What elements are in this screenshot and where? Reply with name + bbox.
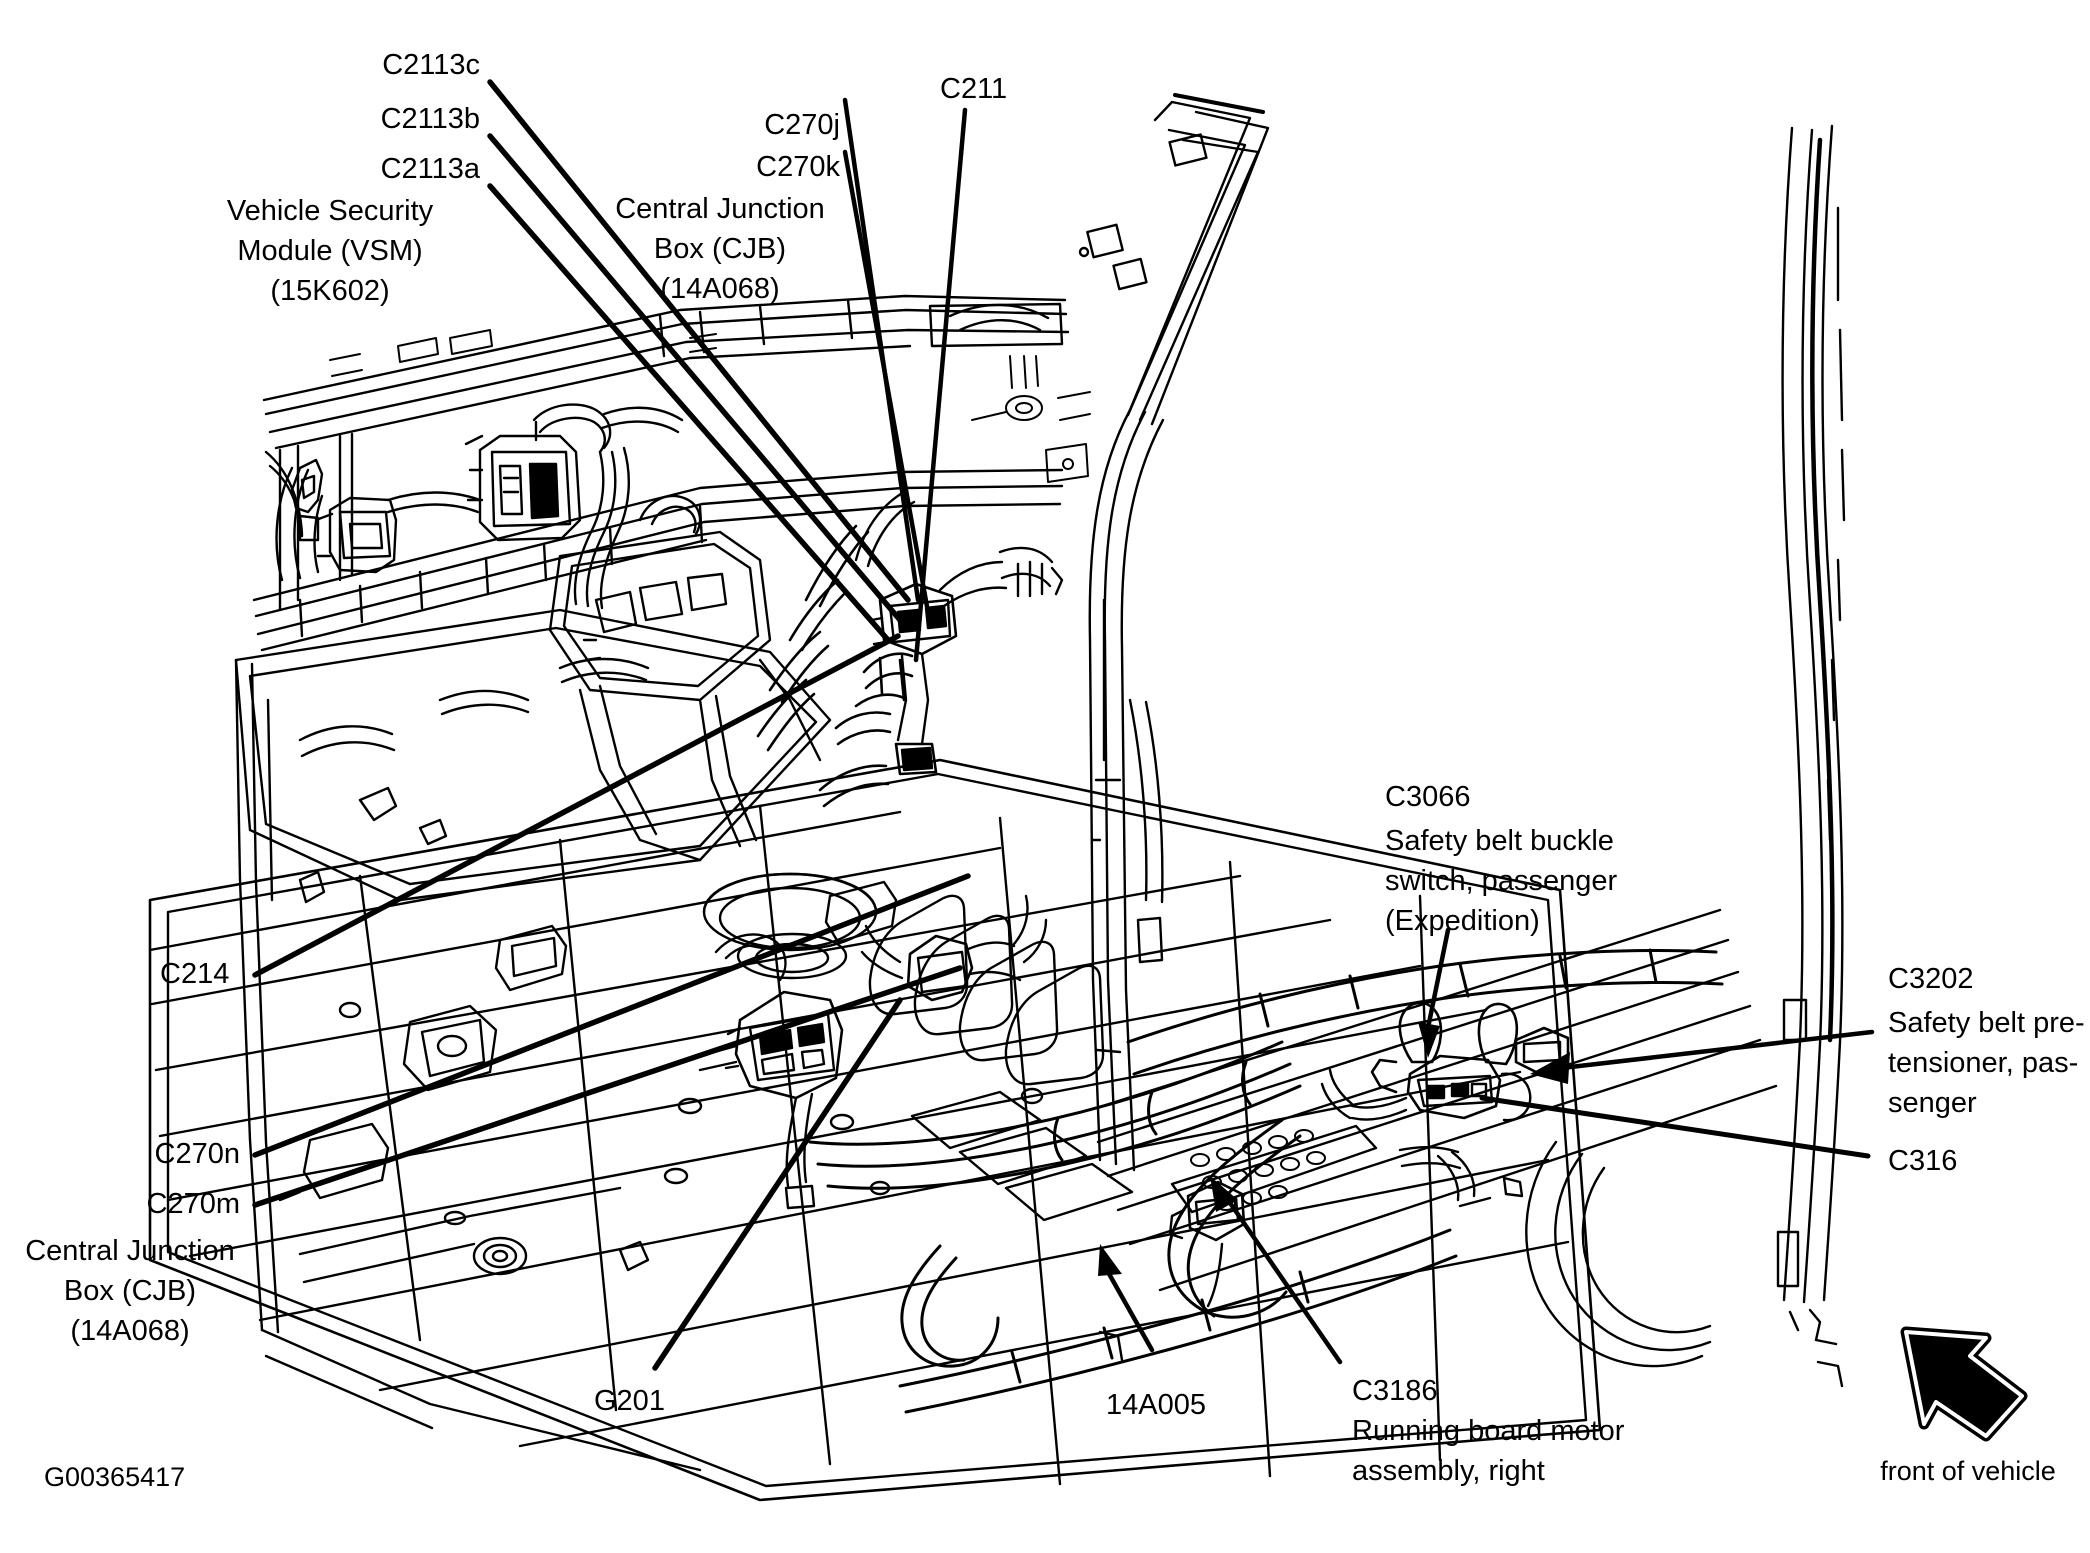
leader-c2113b — [487, 133, 903, 623]
arrowhead-c3186 — [1210, 1176, 1238, 1212]
leader-c270m — [252, 965, 963, 1208]
callout-cjb-bottom-name-line1: Central Junction — [25, 1235, 235, 1267]
callout-c3186-name-line2: assembly, right — [1352, 1455, 1545, 1487]
leader-g201 — [652, 997, 903, 1371]
lower-rocker-face — [260, 1186, 702, 1472]
leader-c2113c — [487, 79, 911, 603]
callout-c3202-name-line1: Safety belt pre- — [1888, 1007, 2085, 1039]
leader-c270k — [842, 149, 931, 615]
small-floor-grommet — [472, 1236, 528, 1276]
body-structure-group — [148, 93, 1846, 1502]
callout-cjb-bottom-name-line2: Box (CJB) — [63, 1275, 197, 1307]
callout-c211: C211 — [940, 73, 1008, 105]
callout-vsm-part-number: (15K602) — [270, 275, 390, 307]
wheel-arch — [1525, 1140, 1712, 1368]
callout-c3202-name-line3: senger — [1888, 1087, 1977, 1119]
front-of-vehicle-arrow-icon — [1900, 1326, 2028, 1442]
callout-c3186-name-line1: Running board motor — [1352, 1415, 1625, 1447]
front-floor-pan-left — [234, 608, 832, 902]
callout-c3186: C3186 — [1352, 1375, 1438, 1407]
callout-c270m: C270m — [146, 1188, 241, 1220]
leader-14a005 — [1105, 1269, 1155, 1353]
main-harness-tubes — [808, 1040, 1458, 1414]
console-floor-transition — [578, 658, 822, 862]
callout-c2113a: C2113a — [380, 153, 480, 185]
callout-vsm-name-line2: Module (VSM) — [237, 235, 423, 267]
callout-c270k: C270k — [756, 151, 840, 183]
callout-c3202: C3202 — [1888, 963, 1974, 995]
callout-c3202-name-line2: tensioner, pas- — [1888, 1047, 2079, 1079]
leader-c270n — [252, 873, 971, 1158]
callout-cjb-top-name-line1: Central Junction — [615, 193, 825, 225]
rear-pillar — [1776, 124, 1846, 1388]
figure-id: G00365417 — [44, 1462, 186, 1492]
kick-panel — [234, 658, 326, 1334]
leader-lines-group — [252, 79, 1875, 1371]
callout-c316: C316 — [1888, 1145, 1958, 1177]
leader-c3202 — [1559, 1029, 1875, 1071]
leader-c214 — [252, 633, 901, 978]
leader-c3186 — [1225, 1197, 1343, 1365]
roof-rail — [1078, 93, 1270, 426]
dash-panel — [252, 403, 1064, 652]
safety-belt-buckle-switch-connector — [1320, 1001, 1532, 1208]
floor-pan — [148, 758, 1602, 1502]
callout-c3066-name-line1: Safety belt buckle — [1385, 825, 1614, 857]
arrowhead-c3202 — [1530, 1052, 1570, 1084]
callout-c270n: C270n — [154, 1138, 240, 1170]
callout-c2113b: C2113b — [380, 103, 480, 135]
callout-cjb-top-name-line2: Box (CJB) — [653, 233, 787, 265]
dash-detail-lines — [329, 329, 1091, 483]
front-of-vehicle-caption: front of vehicle — [1880, 1456, 2056, 1486]
center-console-tunnel — [548, 494, 772, 702]
leader-c2113a — [487, 183, 891, 643]
callout-c2113c: C2113c — [382, 49, 480, 81]
callout-c3066-name-line2: switch, passenger — [1385, 865, 1618, 897]
callout-c214: C214 — [160, 958, 230, 990]
callout-cjb-bottom-part-number: (14A068) — [70, 1315, 190, 1347]
callout-c270j: C270j — [764, 109, 840, 141]
seat-belt-trim — [1128, 698, 1164, 964]
callout-vsm-name-line1: Vehicle Security — [226, 195, 434, 227]
callout-cjb-top-part-number: (14A068) — [660, 273, 780, 305]
seat-track-bracket — [302, 880, 898, 1200]
arrowhead-14a005 — [1098, 1244, 1122, 1276]
callout-g201: G201 — [594, 1385, 665, 1417]
leader-c3066 — [1425, 927, 1451, 1031]
instrument-panel-beam — [262, 294, 1070, 450]
arrowhead-c3066 — [1418, 1022, 1440, 1058]
leader-c316 — [1479, 1095, 1871, 1159]
leader-c211 — [913, 107, 968, 663]
b-pillar — [1088, 408, 1165, 1362]
callout-c3066-name-line3: (Expedition) — [1385, 905, 1540, 937]
callout-14a005: 14A005 — [1106, 1389, 1206, 1421]
floor-stiffening-ribs — [868, 894, 1378, 1222]
center-floor-connector — [860, 894, 1048, 1002]
callout-c3066: C3066 — [1385, 781, 1471, 813]
